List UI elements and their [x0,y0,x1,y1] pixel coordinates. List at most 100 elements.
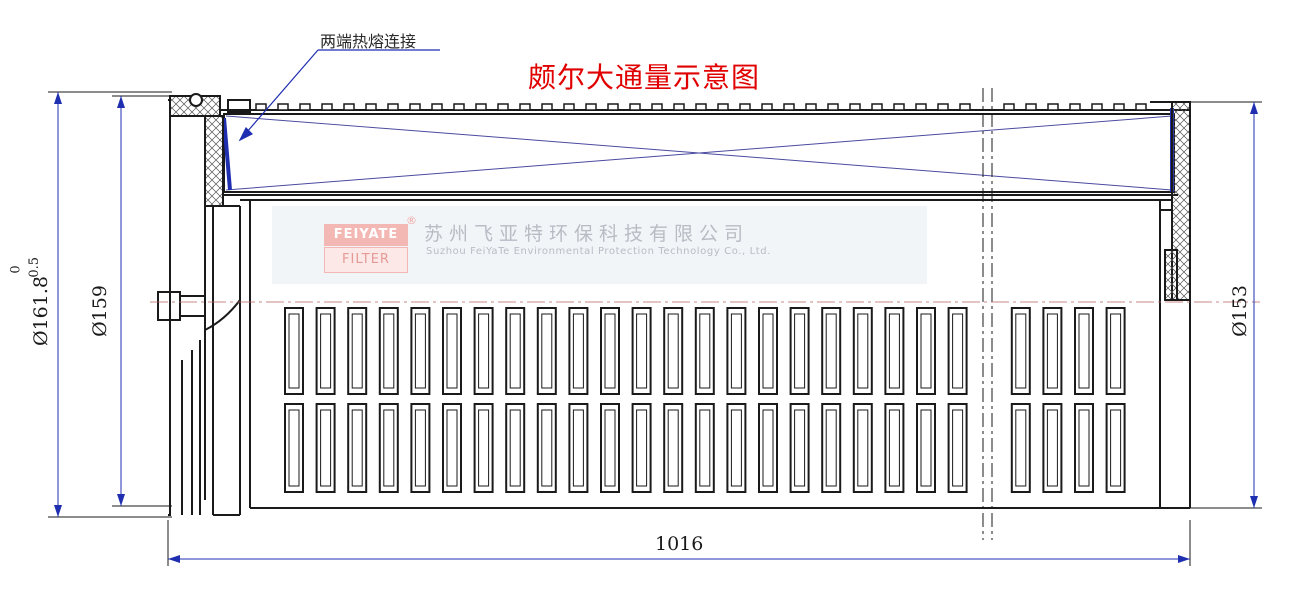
core-slot-inner [383,409,395,487]
core-slot-inner [1110,313,1122,389]
pleat-tooth [497,103,509,111]
core-slot-inner [572,313,584,389]
pleat-pack [223,113,1175,193]
pleat-tooth [277,103,289,111]
core-slot-inner [667,313,679,389]
pleat-tooth [321,103,333,111]
registered-mark: ® [406,214,417,227]
pleat-tooth [1113,103,1125,111]
core-slot-inner [730,409,742,487]
core-slot-inner [636,313,648,389]
pleat-tooth [937,103,949,111]
pleat-tooth [827,103,839,111]
core-slot-inner [446,409,458,487]
dim-tol-upper: 0 [8,265,24,274]
core-slot-inner [825,313,837,389]
callout-leader [238,49,440,142]
core-slot-inner [1110,409,1122,487]
pleat-tooth [1003,103,1015,111]
core-slot-inner [604,313,616,389]
pleat-tooth [871,103,883,111]
core-slot-inner [825,409,837,487]
pleat-tooth [475,103,487,111]
core-slot-inner [1015,313,1027,389]
pleat-tooth [1069,103,1081,111]
pleat-tooth [387,103,399,111]
company-name-cn: 苏州飞亚特环保科技有限公司 [424,223,750,245]
core-slot-inner [920,409,932,487]
core-slot-inner [383,313,395,389]
core-slot-inner [541,313,553,389]
core-slot-inner [888,409,900,487]
core-slot-inner [1078,313,1090,389]
logo-top: FEIYATE [324,224,408,246]
core-slot-inner [478,409,490,487]
core-slot-inner [1015,409,1027,487]
pleat-tooth [299,103,311,111]
core-slot-inner [414,313,426,389]
pleat-tooth [541,103,553,111]
pleat-tooth [1047,103,1059,111]
core-slot-inner [730,313,742,389]
core-slot-inner [351,313,363,389]
core-slots [284,307,1126,493]
core-slot-inner [320,313,332,389]
pleat-tooth [761,103,773,111]
pleat-tooth [629,103,641,111]
pleat-tooth [607,103,619,111]
pleat-teeth [255,103,1147,111]
pleat-tooth [717,103,729,111]
core-slot-inner [288,409,300,487]
pleat-tooth [343,103,355,111]
core-slot-inner [699,409,711,487]
core-slot-inner [604,409,616,487]
pleat-tooth [563,103,575,111]
pleat-tooth [915,103,927,111]
core-slot-inner [351,409,363,487]
core-slot-inner [794,313,806,389]
core-slot-inner [857,313,869,389]
core-slot-inner [952,409,964,487]
dim-tol-lower: -0.5 [27,256,43,283]
pleat-tooth [651,103,663,111]
break-lines [982,88,993,540]
pleat-tooth [1091,103,1103,111]
right-end-cap [1150,101,1191,509]
page-title: 颇尔大通量示意图 [528,61,761,94]
pleat-tooth [453,103,465,111]
pleat-tooth [673,103,685,111]
dim-outer-diameter [48,91,172,518]
left-end-cap [157,95,251,516]
pleat-tooth [849,103,861,111]
company-name-en: Suzhou FeiYaTe Environmental Protection … [426,246,772,257]
callout-label: 两端热熔连接 [320,32,417,51]
pleat-tooth [519,103,531,111]
core-slot-inner [794,409,806,487]
pleat-tooth [1135,103,1147,111]
core-slot-inner [1046,313,1058,389]
pleat-tooth [783,103,795,111]
core-slot-inner [414,409,426,487]
core-slot-inner [667,409,679,487]
core-slot-inner [509,313,521,389]
pleat-tooth [959,103,971,111]
core-slot-inner [446,313,458,389]
pleat-tooth [255,103,267,111]
core-slot-inner [920,313,932,389]
dim-end-diameter [1190,101,1262,509]
core-slot-inner [509,409,521,487]
dim-flange-diameter-label: Ø159 [89,285,111,337]
core-slot-inner [857,409,869,487]
pleat-tooth [431,103,443,111]
core-slot-inner [952,313,964,389]
core-slot-inner [888,313,900,389]
core-slot-inner [1078,409,1090,487]
pleat-tooth [893,103,905,111]
logo-bottom: FILTER [324,247,408,273]
core-slot-inner [636,409,648,487]
pleat-tooth [585,103,597,111]
core-slot-inner [1046,409,1058,487]
pleat-tooth [409,103,421,111]
dim-end-diameter-label: Ø153 [1229,285,1251,337]
